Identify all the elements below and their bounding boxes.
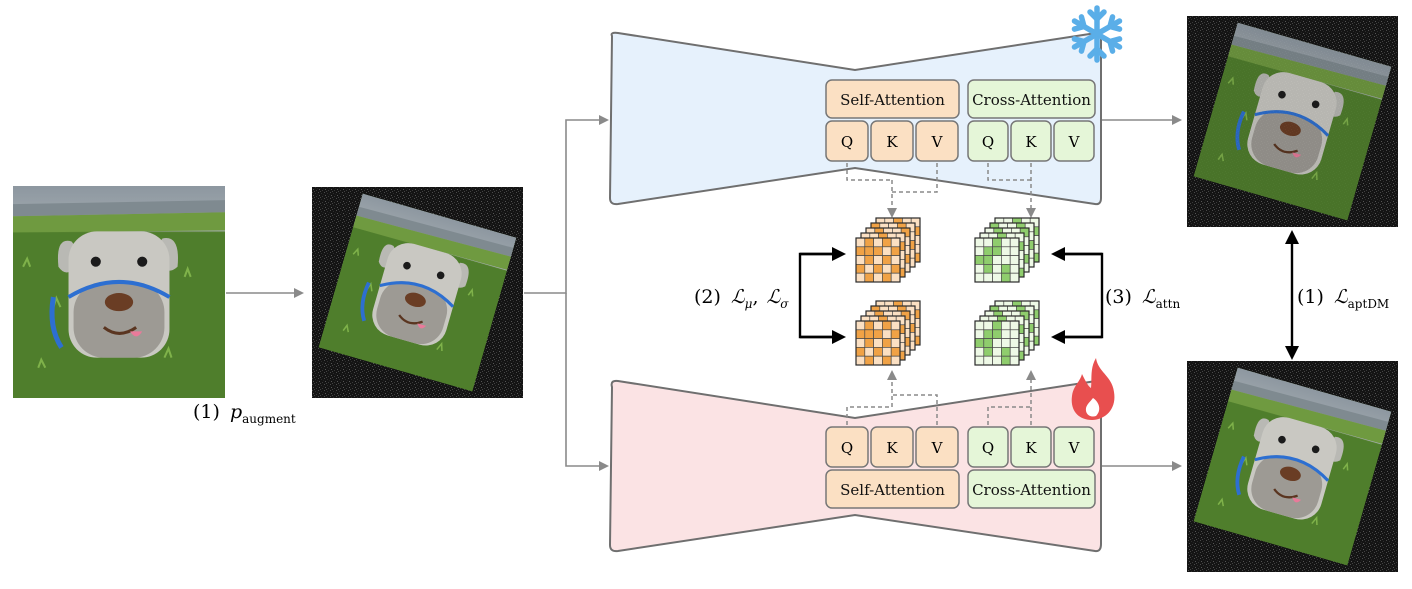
trainable-self-attention-block: Q K V Self-Attention: [825, 426, 960, 509]
dashed-connectors: [846, 163, 1036, 425]
frozen-cross-attention-label: Cross-Attention: [972, 91, 1091, 109]
trainable-cross-v: V: [1068, 439, 1081, 457]
frozen-cross-k: K: [1025, 133, 1037, 151]
frozen-self-attention-block: Self-Attention Q K V: [825, 79, 960, 162]
self-attention-map-trainable: [855, 300, 921, 366]
mean-std-loss-label: (2) ℒμ, ℒσ: [694, 286, 789, 311]
trainable-cross-q: Q: [982, 439, 994, 457]
self-attention-map-frozen: [855, 217, 921, 283]
frozen-cross-v: V: [1068, 133, 1081, 151]
trainable-cross-attention-label: Cross-Attention: [972, 481, 1091, 499]
augment-label: (1) paugment: [193, 401, 296, 426]
augmented-noisy-photo: [312, 187, 523, 398]
frozen-cross-attention-block: Cross-Attention Q K V: [967, 79, 1096, 162]
attention-maps: [855, 217, 1040, 366]
frozen-self-v: V: [931, 133, 944, 151]
flame-icon: [1071, 358, 1115, 420]
loss-arrows: [798, 230, 1299, 360]
trainable-cross-attention-block: Q K V Cross-Attention: [967, 426, 1096, 509]
frozen-self-attention-label: Self-Attention: [840, 91, 945, 109]
aptdm-loss-label: (1) ℒaptDM: [1297, 286, 1389, 311]
frozen-self-k: K: [886, 133, 898, 151]
trainable-self-k: K: [886, 439, 898, 457]
snowflake-icon: [1071, 5, 1123, 63]
trainable-self-q: Q: [841, 439, 853, 457]
trainable-self-v: V: [931, 439, 944, 457]
original-backpack-photo: [13, 186, 225, 398]
cross-attention-map-trainable: [974, 300, 1040, 366]
cross-attention-map-frozen: [974, 217, 1040, 283]
frozen-self-q: Q: [841, 133, 853, 151]
trainable-self-attention-label: Self-Attention: [840, 481, 945, 499]
flow-arrows: [226, 115, 1182, 471]
trainable-cross-k: K: [1025, 439, 1037, 457]
attn-loss-label: (3) ℒattn: [1105, 286, 1180, 311]
frozen-output-photo: [1187, 16, 1398, 227]
frozen-cross-q: Q: [982, 133, 994, 151]
trainable-output-photo: [1187, 361, 1398, 572]
